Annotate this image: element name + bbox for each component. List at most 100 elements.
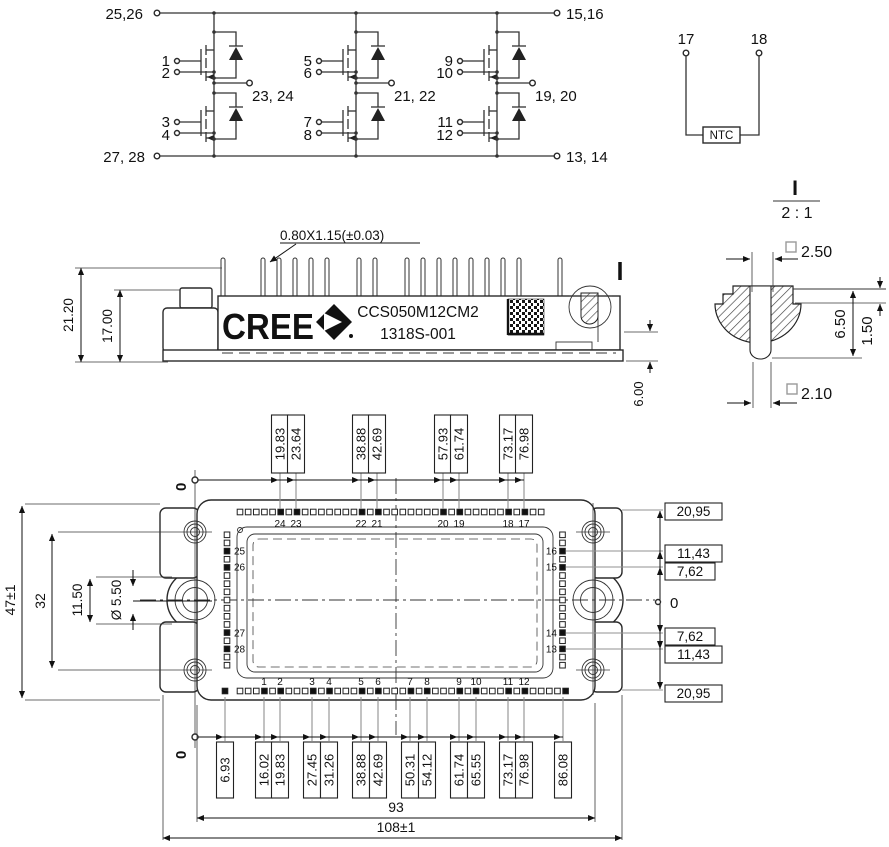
pin-pad	[432, 508, 439, 516]
pin-pad	[223, 604, 231, 612]
press-fit-pin	[308, 257, 314, 301]
top-pin-labels: 24 23 22 21 20 19 18 17	[274, 519, 530, 530]
pin-pad-filled	[223, 645, 231, 653]
press-fit-pin	[500, 257, 506, 301]
square-symbol	[785, 241, 797, 253]
svg-text:27: 27	[234, 629, 246, 640]
svg-text:38.88: 38.88	[354, 428, 369, 461]
svg-text:6.93: 6.93	[218, 757, 233, 782]
press-fit-pin	[404, 257, 410, 301]
svg-text:28: 28	[234, 645, 246, 656]
pin-pad	[285, 508, 293, 516]
pin-pad-filled	[358, 508, 366, 516]
pin-pad-filled	[456, 687, 464, 695]
pin-pad-filled	[505, 687, 512, 695]
plan-view: 24 23 22 21 20 19 18 17 1 2 3 4 5 6 7 8 …	[2, 414, 723, 842]
bus-label-bottom-right: 13, 14	[566, 149, 608, 166]
dim-hole-span: 32	[32, 593, 48, 609]
schematic: 25,26 15,16 27, 28 13, 14 1 2 3 4 23, 24…	[103, 6, 767, 166]
svg-text:57.93: 57.93	[436, 428, 451, 461]
pin-pad-filled	[309, 687, 317, 695]
pin-pad	[432, 687, 439, 695]
pin-pad	[309, 508, 317, 516]
pin-pad	[223, 661, 231, 669]
pin-pad	[554, 687, 561, 695]
press-fit-pin	[557, 257, 563, 301]
press-fit-pin	[484, 257, 490, 301]
gate-pin-label: 1	[162, 53, 170, 70]
datum-zero-bottom: 0	[173, 751, 190, 759]
pin-size-callout: 0.80X1.15(±0.03)	[280, 228, 384, 243]
bottom-pin-row	[221, 687, 569, 695]
pin-pad	[350, 508, 358, 516]
pin-pad	[223, 653, 231, 661]
svg-text:27.45: 27.45	[305, 754, 320, 787]
pin-pad	[252, 508, 260, 516]
pin-pad	[513, 687, 521, 695]
bus-label-top-right: 15,16	[566, 6, 604, 23]
pin-pad	[223, 613, 231, 620]
half-bridge-leg-2: 5 6 7 8 21, 22	[304, 11, 436, 158]
pin-pad-filled	[521, 687, 529, 695]
right-pin-labels: 16 15 14 13	[546, 547, 558, 656]
pin-pad	[415, 508, 423, 516]
pin-pad	[440, 687, 447, 695]
pin-pad	[559, 653, 566, 661]
svg-text:18: 18	[502, 519, 514, 530]
dim-pin-span: 93	[388, 799, 404, 815]
pin-pad-filled	[559, 645, 566, 653]
svg-text:73.17: 73.17	[501, 428, 516, 461]
pin-pad	[318, 508, 325, 516]
pin-pad	[301, 508, 309, 516]
svg-text:24: 24	[274, 519, 286, 530]
svg-text:11,43: 11,43	[677, 546, 710, 561]
gate-pin-label: 5	[304, 53, 312, 70]
press-fit-pin	[220, 257, 226, 301]
phase-output-label: 23, 24	[252, 88, 294, 105]
pin-pad	[399, 687, 407, 695]
svg-text:22: 22	[355, 519, 367, 530]
right-dim-boxes: 20,95 11,43 7,62 7,62 11,43 20,95	[664, 502, 723, 703]
dim-pin-width: 2.10	[801, 386, 832, 403]
pin-pad	[546, 687, 553, 695]
pin-pad	[236, 508, 244, 516]
dim-hole-diameter: Ø 5.50	[109, 580, 124, 621]
pin-pad	[318, 687, 325, 695]
svg-text:19.83: 19.83	[273, 754, 288, 787]
pin-pad	[223, 637, 231, 645]
pin-pad	[223, 531, 231, 539]
svg-text:54.12: 54.12	[420, 754, 435, 787]
pin-pad-filled	[559, 564, 566, 571]
datum-marker	[191, 476, 199, 484]
pin-pad	[559, 572, 566, 579]
pin-pad-filled	[223, 629, 231, 636]
pin-pad	[489, 687, 496, 695]
svg-text:20,95: 20,95	[677, 504, 711, 519]
gate-pin-label: 3	[162, 114, 170, 131]
ntc-thermistor: 17 18 NTC	[678, 31, 767, 144]
pin-pad	[448, 687, 455, 695]
kelvin-pin-label: 8	[304, 127, 312, 144]
press-fit-pin	[356, 257, 362, 301]
mounting-hole	[183, 658, 207, 682]
top-dim-boxes: 19.83 23.64 38.88 42.69 57.93 61.74 73.1…	[270, 414, 534, 474]
pin-pad	[236, 687, 244, 695]
dim-body-height: 17.00	[100, 309, 115, 343]
pin-pad	[285, 687, 293, 695]
pin-pad	[391, 508, 398, 516]
pin-pad	[342, 508, 350, 516]
pin-pad	[383, 508, 390, 516]
dim-lip-height: 1.50	[859, 316, 876, 345]
svg-text:12: 12	[518, 677, 530, 688]
svg-text:16.02: 16.02	[257, 754, 272, 787]
datum-zero-top: 0	[173, 483, 190, 491]
svg-text:19: 19	[453, 519, 465, 530]
ntc-pin-left-label: 17	[678, 31, 695, 48]
pin-pad	[326, 508, 333, 516]
press-fit-pin	[276, 257, 282, 301]
mounting-hole	[581, 658, 605, 682]
pin-pad-filled	[562, 687, 569, 695]
right-pin-column	[559, 531, 566, 669]
phase-output-label: 21, 22	[394, 88, 436, 105]
pin-pad-filled	[521, 508, 529, 516]
